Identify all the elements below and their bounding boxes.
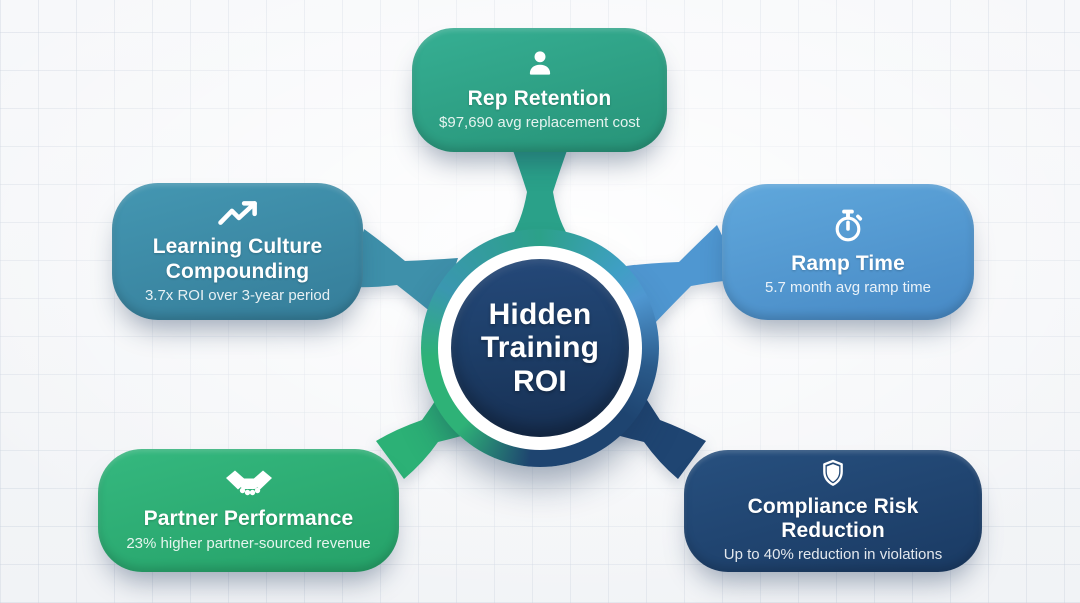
node-title: Ramp Time: [791, 251, 905, 275]
hub-ring: Hidden Training ROI: [421, 229, 659, 467]
node-title: Compliance Risk Reduction: [747, 494, 919, 542]
shield-icon: [823, 459, 843, 486]
node-subtitle: 23% higher partner-sourced revenue: [126, 534, 371, 552]
node-partner-performance: Partner Performance 23% higher partner-s…: [98, 449, 399, 572]
node-subtitle: $97,690 avg replacement cost: [439, 114, 640, 132]
user-icon: [529, 51, 550, 75]
hub-title-line: Hidden: [488, 297, 592, 331]
hub-title-line: Training: [480, 331, 600, 365]
node-learning-culture-compounding: Learning Culture Compounding 3.7x ROI ov…: [112, 183, 363, 320]
hub-core: Hidden Training ROI: [451, 259, 629, 437]
node-subtitle: Up to 40% reduction in violations: [723, 546, 943, 563]
node-ramp-time: Ramp Time 5.7 month avg ramp time: [722, 184, 974, 320]
connector-right: [626, 225, 743, 324]
node-rep-retention: Rep Retention $97,690 avg replacement co…: [412, 28, 667, 152]
stopwatch-icon: [835, 209, 863, 242]
hub-title-line: ROI: [513, 364, 567, 398]
connector-top: [508, 142, 572, 242]
node-title: Learning Culture Compounding: [152, 235, 323, 283]
node-compliance-risk-reduction: Compliance Risk Reduction Up to 40% redu…: [684, 450, 982, 572]
connector-left: [346, 229, 458, 318]
node-title: Rep Retention: [467, 86, 612, 110]
handshake-icon: [225, 470, 272, 496]
node-subtitle: 5.7 month avg ramp time: [765, 279, 931, 297]
node-subtitle: 3.7x ROI over 3-year period: [144, 286, 331, 304]
node-title: Partner Performance: [143, 507, 354, 531]
trending-up-icon: [217, 201, 257, 226]
